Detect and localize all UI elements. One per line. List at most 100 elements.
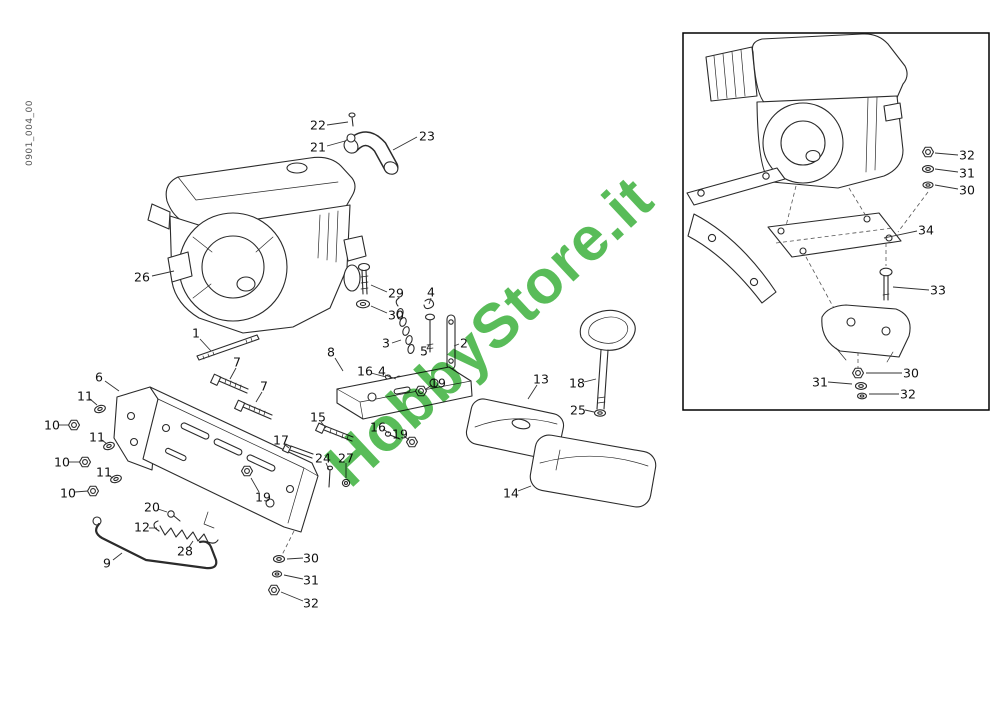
callout-label-3: 3 [382, 336, 390, 351]
callout-label-4: 4 [378, 364, 386, 379]
callout-label-11: 11 [89, 430, 105, 445]
lower-bracket [821, 304, 911, 363]
callout-label-7: 7 [260, 379, 268, 394]
nut-19a [414, 385, 428, 397]
callout-label-2: 2 [460, 336, 468, 351]
callout-leader-line [286, 557, 304, 560]
bolt-33 [879, 267, 893, 301]
rod-9 [92, 516, 218, 570]
callout-label-18: 18 [569, 376, 585, 391]
callout-leader-line [883, 230, 918, 239]
callout-leader-line [255, 391, 263, 403]
callout-leader-line [326, 140, 346, 147]
callout-leader-line [107, 474, 114, 479]
callout-leader-line [892, 286, 930, 291]
callout-label-32: 32 [303, 596, 319, 611]
bolt-15 [315, 422, 354, 442]
callout-leader-line [517, 485, 532, 492]
nut-19c [240, 465, 254, 477]
callout-label-4: 4 [427, 285, 435, 300]
nut-19b [405, 436, 419, 448]
callout-leader-line [326, 121, 349, 126]
callout-leader-line [370, 305, 388, 314]
callout-leader-line [104, 380, 120, 392]
bolt-17 [282, 443, 314, 459]
callout-leader-line [199, 338, 212, 352]
chain-3 [395, 297, 415, 354]
callout-label-11: 11 [96, 465, 112, 480]
callout-label-27: 27 [338, 451, 354, 466]
washer-30-bottom [272, 555, 286, 563]
inset-washer-30-top [922, 181, 934, 189]
callout-label-31: 31 [812, 375, 828, 390]
callout-leader-line [188, 540, 194, 548]
callout-label-10: 10 [44, 418, 60, 433]
washer-30-upper [355, 299, 371, 309]
callout-label-30: 30 [903, 366, 919, 381]
pipe-screw-22 [348, 112, 356, 127]
callout-label-10: 10 [60, 486, 76, 501]
callout-label-5: 5 [420, 344, 428, 359]
callout-leader-line [370, 284, 388, 293]
weight-14 [529, 434, 657, 508]
callout-label-32: 32 [900, 387, 916, 402]
callout-label-6: 6 [95, 370, 103, 385]
callout-label-30: 30 [959, 183, 975, 198]
axis-line [281, 530, 295, 556]
callout-leader-line [101, 439, 108, 445]
callout-label-16: 16 [357, 364, 373, 379]
pipe-clamp-21 [346, 133, 356, 143]
callout-label-1: 1 [192, 326, 200, 341]
callout-leader-line [934, 168, 959, 173]
callout-label-29: 29 [388, 286, 404, 301]
callout-leader-line [425, 384, 433, 390]
callout-leader-line [403, 435, 410, 441]
inset-washer-31-bottom [854, 382, 868, 390]
bolt-7b [234, 399, 273, 420]
callout-label-13: 13 [533, 372, 549, 387]
callout-leader-line [74, 490, 89, 493]
callout-label-31: 31 [303, 573, 319, 588]
callout-label-31: 31 [959, 166, 975, 181]
callout-leader-line [325, 462, 330, 471]
spring-12 [153, 520, 219, 544]
callout-leader-line [426, 344, 430, 350]
callout-label-24: 24 [315, 451, 331, 466]
bracket-8 [336, 366, 473, 420]
inset-nut-30-bottom [851, 367, 865, 379]
callout-label-19: 19 [430, 376, 446, 391]
callout-label-14: 14 [503, 486, 519, 501]
callout-label-30: 30 [303, 551, 319, 566]
washer-11a [93, 403, 107, 415]
callout-label-8: 8 [327, 345, 335, 360]
callout-label-17: 17 [273, 433, 289, 448]
callout-label-9: 9 [103, 556, 111, 571]
callout-label-19: 19 [392, 427, 408, 442]
inset-washer-31-top [921, 165, 935, 173]
callout-leader-line [89, 398, 98, 406]
callout-leader-line [584, 409, 595, 413]
callout-leader-line [391, 339, 402, 344]
callout-label-25: 25 [570, 403, 586, 418]
callout-label-33: 33 [930, 283, 946, 298]
callout-label-26: 26 [134, 270, 150, 285]
callout-label-11: 11 [77, 389, 93, 404]
engine [147, 156, 367, 334]
callout-leader-line [250, 477, 260, 493]
washer-27 [341, 478, 351, 488]
callout-label-15: 15 [310, 410, 326, 425]
callout-label-28: 28 [177, 544, 193, 559]
nut-10b [78, 456, 92, 468]
callout-label-34: 34 [918, 223, 934, 238]
elbow-pipe-23 [343, 131, 399, 175]
callout-leader-line [934, 152, 959, 156]
nut-10c [86, 485, 100, 497]
rod-1 [196, 334, 260, 361]
callout-label-21: 21 [310, 140, 326, 155]
callout-leader-line [934, 184, 959, 190]
callout-label-19: 19 [255, 490, 271, 505]
nut-10a [67, 419, 81, 431]
callout-label-23: 23 [419, 129, 435, 144]
frame-6 [113, 386, 319, 533]
